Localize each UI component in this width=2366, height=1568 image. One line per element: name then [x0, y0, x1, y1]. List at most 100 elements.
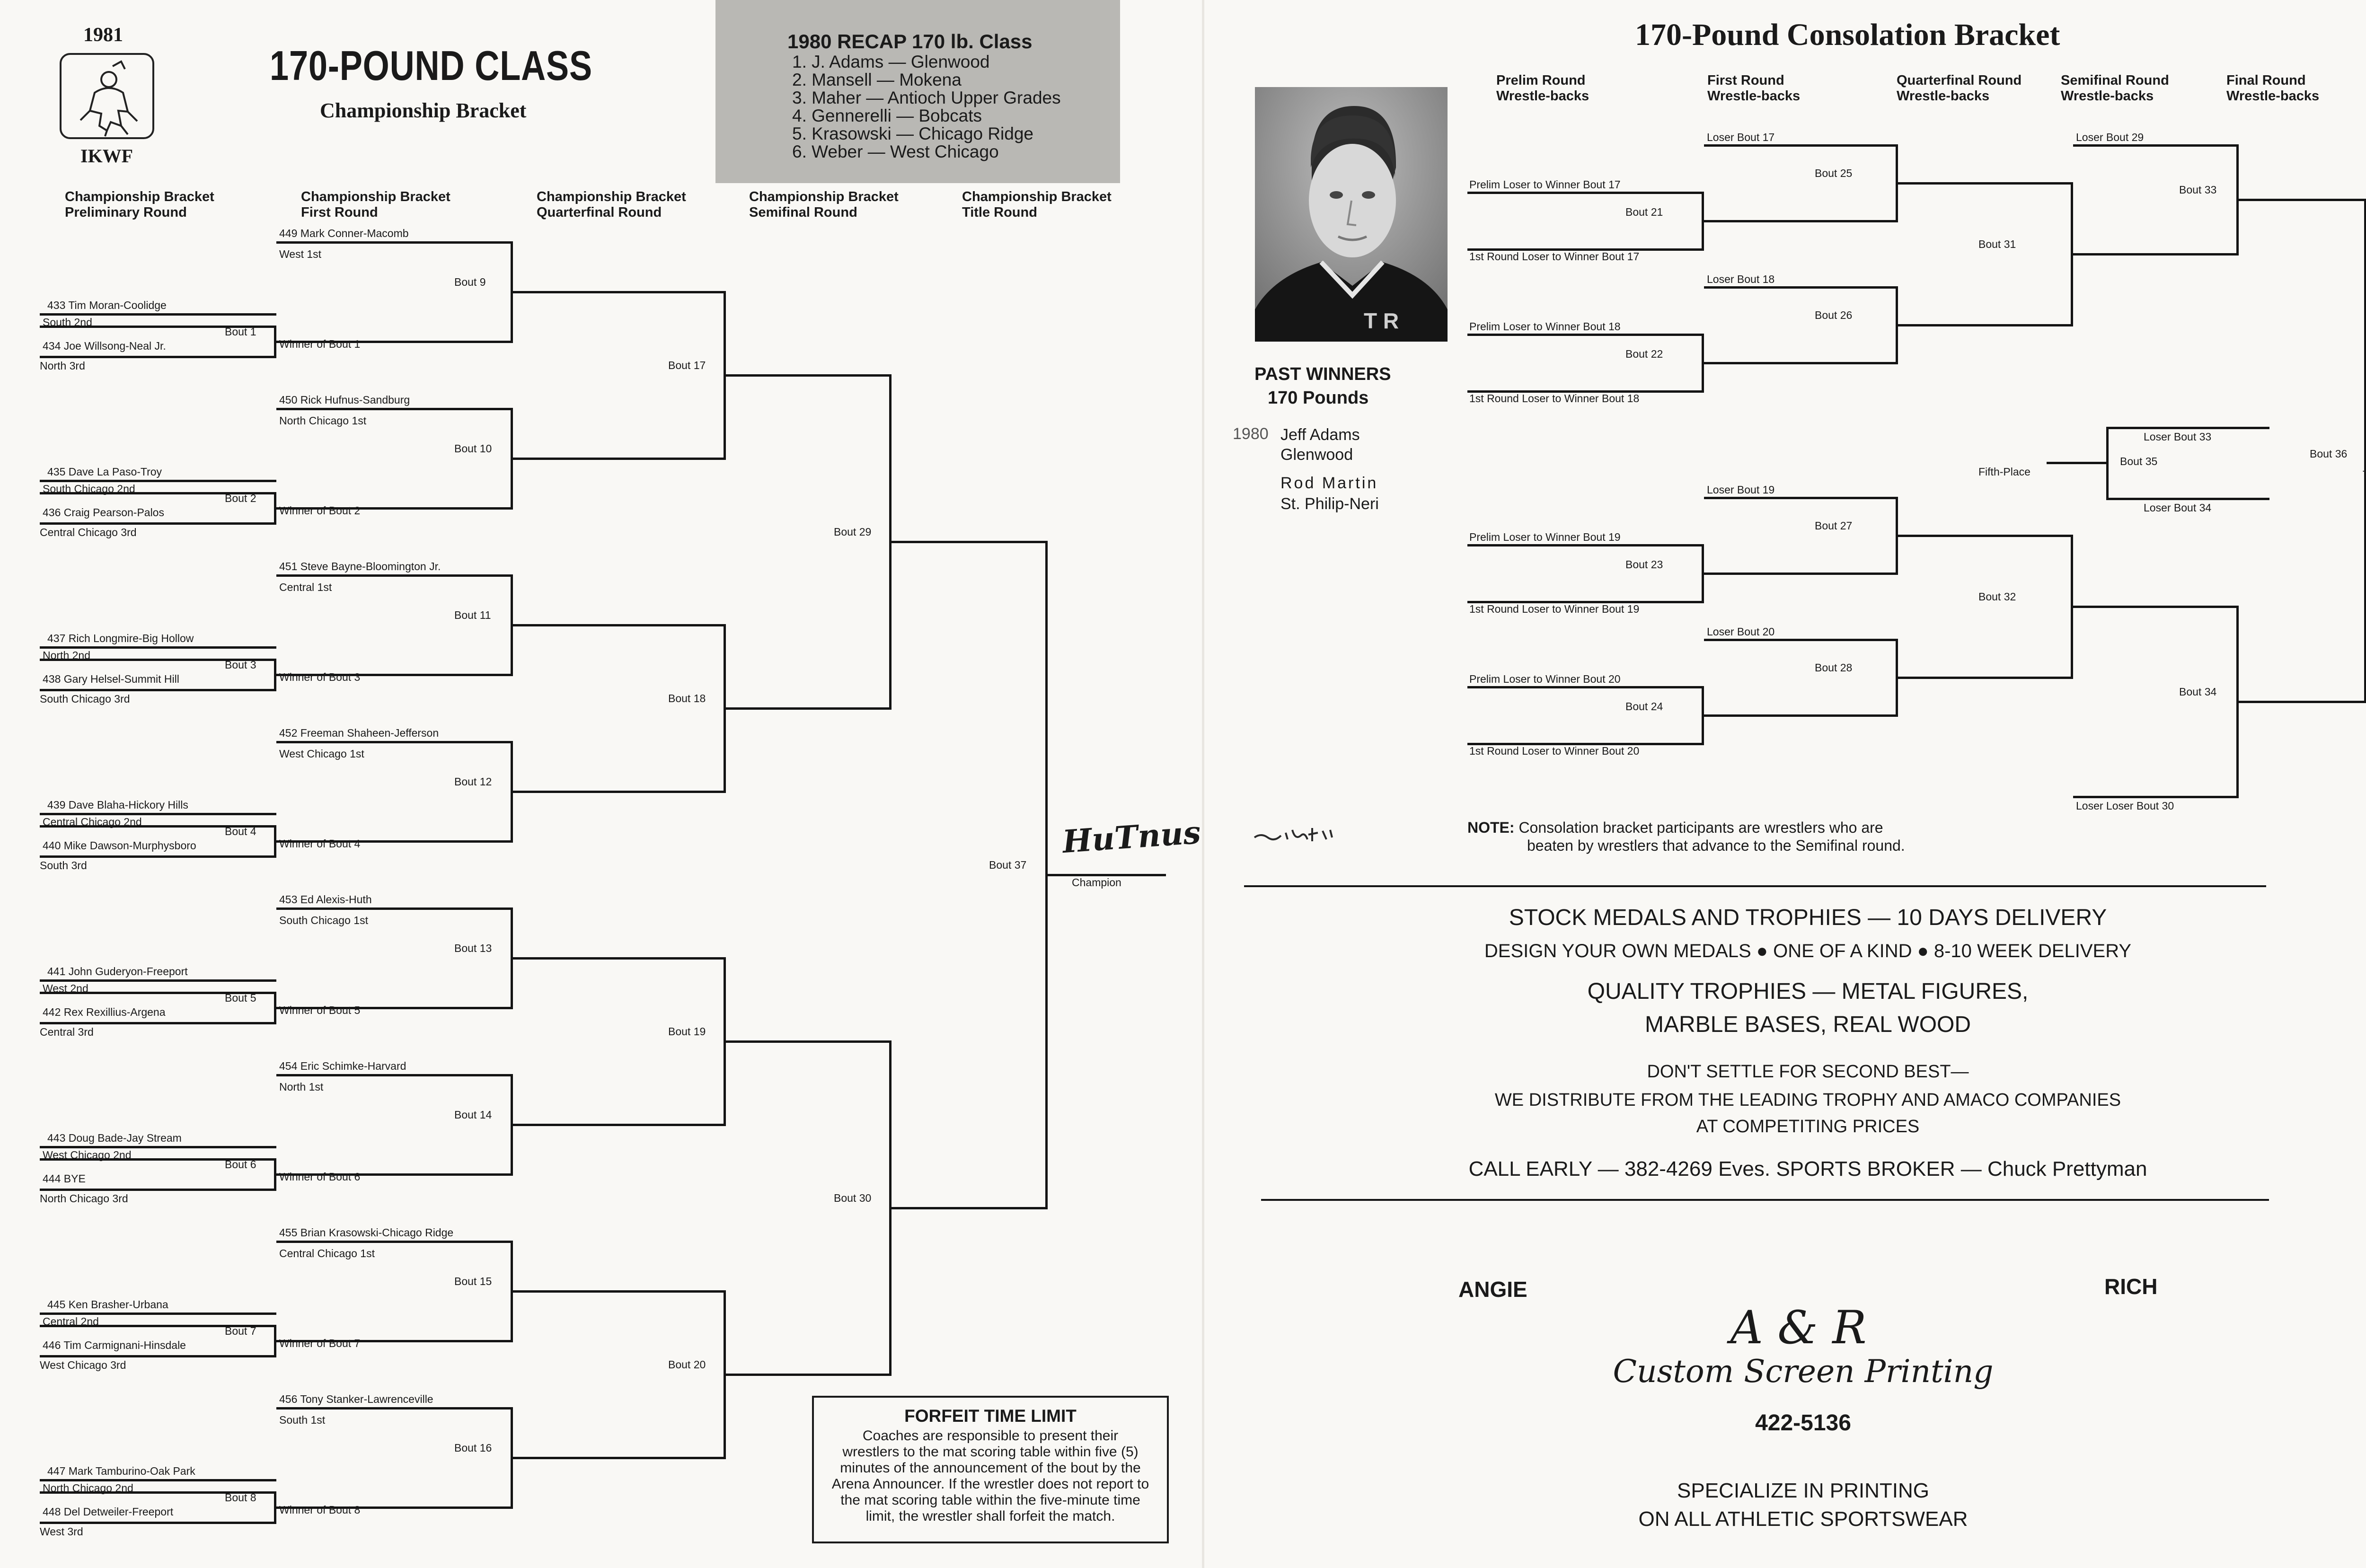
bracket-line	[1467, 601, 1704, 603]
wrestler-name: 450 Rick Hufnus-Sandburg	[279, 394, 410, 406]
wrestler-name: 444 BYE	[43, 1172, 86, 1185]
wrestler-seed: South 2nd	[43, 316, 92, 328]
bout-label: Bout 35	[2120, 455, 2158, 467]
ad-line: ON ALL ATHLETIC SPORTSWEAR	[1638, 1507, 1968, 1531]
bracket-line	[2364, 199, 2366, 703]
round-header-line: Wrestle-backs	[1496, 88, 1589, 104]
bout-label: Bout 13	[454, 942, 492, 954]
round-header-line: Wrestle-backs	[2061, 88, 2154, 104]
fifth-place-label: Fifth-Place	[1978, 466, 2031, 478]
bracket-line	[513, 1290, 726, 1293]
wrestler-name: 448 Del Detweiler-Freeport	[43, 1506, 174, 1518]
bracket-line	[1467, 743, 1704, 745]
bracket-line	[274, 825, 276, 858]
bout-label: Bout 6	[225, 1158, 256, 1171]
bracket-line	[40, 1355, 276, 1357]
forfeit-box: FORFEIT TIME LIMIT Coaches are responsib…	[812, 1396, 1169, 1543]
bout-label: Bout 34	[2179, 686, 2217, 698]
bracket-line	[724, 291, 726, 460]
cons-entry: Loser Bout 34	[2144, 502, 2212, 514]
bracket-line	[513, 1124, 726, 1126]
bracket-line	[40, 1491, 276, 1494]
bracket-line	[1702, 544, 1704, 603]
round-header-line: Championship Bracket	[301, 189, 450, 204]
round-header-line: First Round	[301, 205, 378, 220]
wrestler-seed: Central Chicago 2nd	[43, 816, 142, 828]
wrestler-seed: South Chicago 2nd	[43, 483, 135, 495]
bracket-line	[40, 1189, 276, 1191]
bracket-line	[513, 791, 726, 793]
wrestler-seed: Central 3rd	[40, 1026, 94, 1038]
bracket-line	[1045, 541, 1048, 1209]
wrestler-seed: West 2nd	[43, 982, 88, 995]
bracket-line	[1704, 286, 1898, 289]
recap-list: 1. J. Adams — Glenwood 2. Mansell — Moke…	[792, 53, 1061, 161]
scribble-mark	[1254, 828, 1333, 841]
bracket-line	[724, 624, 726, 793]
past-winners-weight: 170 Pounds	[1268, 388, 1369, 408]
bracket-line	[40, 313, 276, 316]
past-winner-name: Jeff Adams	[1280, 426, 1360, 444]
past-winner-school: Glenwood	[1280, 446, 1353, 464]
bracket-line	[889, 374, 892, 710]
consolation-title: 170-Pound Consolation Bracket	[1635, 18, 2060, 52]
bout-label: Bout 3	[225, 659, 256, 671]
bracket-line	[276, 741, 513, 743]
bracket-line	[511, 241, 513, 343]
cons-entry: Loser Bout 19	[1707, 484, 1775, 496]
bracket-line	[1704, 714, 1898, 717]
bracket-line	[511, 1074, 513, 1176]
bout-label: Bout 8	[225, 1491, 256, 1504]
ad-line: QUALITY TROPHIES — METAL FIGURES,	[1587, 979, 2029, 1004]
bracket-line	[40, 855, 276, 858]
bracket-line	[1898, 677, 2073, 679]
forfeit-line: limit, the wrestler shall forfeit the ma…	[865, 1508, 1115, 1524]
bracket-line	[1896, 639, 1898, 717]
bout-label: Bout 18	[668, 692, 706, 705]
bracket-line	[1048, 874, 1166, 876]
bracket-line	[2073, 253, 2239, 255]
bout-label: Bout 21	[1625, 206, 1663, 218]
company-phone: 422-5136	[1755, 1410, 1851, 1436]
bracket-line	[889, 1040, 892, 1376]
page-subtitle: Championship Bracket	[320, 99, 527, 122]
wrestler-logo-icon	[79, 60, 138, 137]
divider	[1261, 1199, 2269, 1201]
cons-entry: Prelim Loser to Winner Bout 17	[1469, 178, 1621, 191]
bracket-line	[40, 326, 276, 328]
bracket-line	[276, 241, 513, 244]
past-winner-school: St. Philip-Neri	[1280, 495, 1379, 513]
bracket-line	[2073, 144, 2239, 147]
bout-label: Bout 4	[225, 825, 256, 837]
bracket-line	[1702, 192, 1704, 251]
page-title: 170-POUND CLASS	[270, 42, 592, 89]
bout-label: Bout 31	[1978, 238, 2016, 250]
round-header-line: Title Round	[962, 205, 1037, 220]
bout-label: Bout 7	[225, 1325, 256, 1337]
bracket-line	[1704, 497, 1898, 499]
bracket-line	[2239, 199, 2366, 201]
bout-label: Bout 33	[2179, 184, 2217, 196]
cons-entry: 1st Round Loser to Winner Bout 17	[1469, 250, 1640, 263]
portrait-image: T R	[1255, 87, 1448, 342]
winner-label: Winner of Bout 6	[279, 1171, 361, 1183]
ad-line: WE DISTRIBUTE FROM THE LEADING TROPHY AN…	[1494, 1090, 2121, 1110]
bracket-line	[2071, 535, 2073, 679]
round-header-line: Quarterfinal Round	[1897, 73, 2022, 88]
bracket-line	[274, 492, 276, 525]
bout-label: Bout 10	[454, 442, 492, 455]
wrestler-name: 437 Rich Longmire-Big Hollow	[47, 632, 194, 644]
recap-line: 3. Maher — Antioch Upper Grades	[792, 88, 1061, 107]
championship-bracket-page: 1981 IKWF 170-POUND CLASS Championship B…	[0, 0, 1202, 1568]
bracket-line	[40, 1325, 276, 1327]
forfeit-line: minutes of the announcement of the bout …	[840, 1460, 1141, 1476]
bracket-line	[274, 992, 276, 1024]
winner-label: Winner of Bout 8	[279, 1504, 361, 1516]
bracket-line	[1467, 544, 1704, 546]
